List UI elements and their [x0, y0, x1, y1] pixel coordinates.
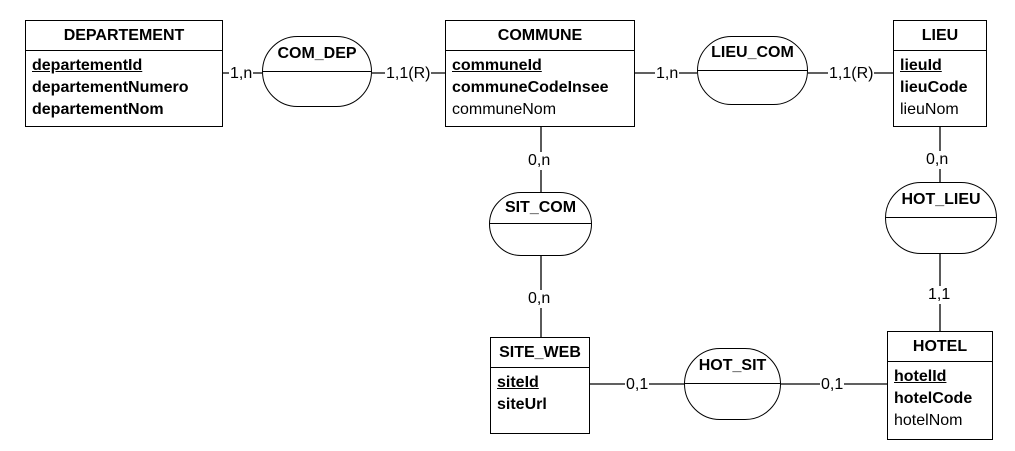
- entity-attributes: communeId communeCodeInsee communeNom: [446, 51, 634, 125]
- attribute: siteId: [497, 374, 539, 391]
- entity-attributes: lieuId lieuCode lieuNom: [894, 51, 986, 125]
- association-lieu-com[interactable]: LIEU_COM: [697, 36, 808, 105]
- cardinality-sit-com-commune: 0,n: [527, 152, 552, 170]
- association-title: SIT_COM: [490, 193, 591, 224]
- attribute: departementNumero: [32, 79, 189, 96]
- entity-title: SITE_WEB: [491, 338, 589, 368]
- entity-attributes: departementId departementNumero departem…: [26, 51, 222, 125]
- attribute: departementNom: [32, 101, 164, 118]
- association-title: LIEU_COM: [698, 37, 807, 71]
- association-title: COM_DEP: [263, 37, 371, 72]
- entity-departement[interactable]: DEPARTEMENT departementId departementNum…: [25, 20, 223, 127]
- entity-site-web[interactable]: SITE_WEB siteId siteUrl: [490, 337, 590, 434]
- attribute: siteUrl: [497, 396, 547, 413]
- cardinality-hot-lieu-lieu: 0,n: [925, 151, 950, 169]
- entity-title: LIEU: [894, 21, 986, 51]
- attribute: lieuCode: [900, 79, 968, 96]
- association-title: HOT_LIEU: [886, 183, 996, 218]
- association-hot-sit[interactable]: HOT_SIT: [684, 348, 781, 420]
- attribute: hotelId: [894, 368, 947, 385]
- cardinality-hot-lieu-hotel: 1,1: [927, 286, 952, 304]
- entity-hotel[interactable]: HOTEL hotelId hotelCode hotelNom: [887, 331, 993, 440]
- entity-commune[interactable]: COMMUNE communeId communeCodeInsee commu…: [445, 20, 635, 127]
- attribute: hotelCode: [894, 390, 973, 407]
- cardinality-hot-sit-site-web: 0,1: [625, 376, 650, 394]
- entity-lieu[interactable]: LIEU lieuId lieuCode lieuNom: [893, 20, 987, 127]
- association-sit-com[interactable]: SIT_COM: [489, 192, 592, 256]
- attribute: hotelNom: [894, 412, 963, 429]
- association-com-dep[interactable]: COM_DEP: [262, 36, 372, 107]
- cardinality-sit-com-site-web: 0,n: [527, 290, 552, 308]
- association-title: HOT_SIT: [685, 349, 780, 384]
- cardinality-com-dep-departement: 1,n: [229, 65, 254, 83]
- attribute: communeId: [452, 57, 542, 74]
- entity-title: COMMUNE: [446, 21, 634, 51]
- entity-attributes: siteId siteUrl: [491, 368, 589, 420]
- cardinality-hot-sit-hotel: 0,1: [820, 376, 845, 394]
- attribute: lieuId: [900, 57, 942, 74]
- attribute: communeCodeInsee: [452, 79, 609, 96]
- entity-title: HOTEL: [888, 332, 992, 362]
- attribute: communeNom: [452, 101, 557, 118]
- cardinality-lieu-com-commune: 1,n: [655, 65, 680, 83]
- cardinality-com-dep-commune: 1,1(R): [385, 65, 432, 83]
- cardinality-lieu-com-lieu: 1,1(R): [828, 65, 875, 83]
- association-hot-lieu[interactable]: HOT_LIEU: [885, 182, 997, 254]
- attribute: lieuNom: [900, 101, 959, 118]
- attribute: departementId: [32, 57, 143, 74]
- entity-title: DEPARTEMENT: [26, 21, 222, 51]
- entity-attributes: hotelId hotelCode hotelNom: [888, 362, 992, 436]
